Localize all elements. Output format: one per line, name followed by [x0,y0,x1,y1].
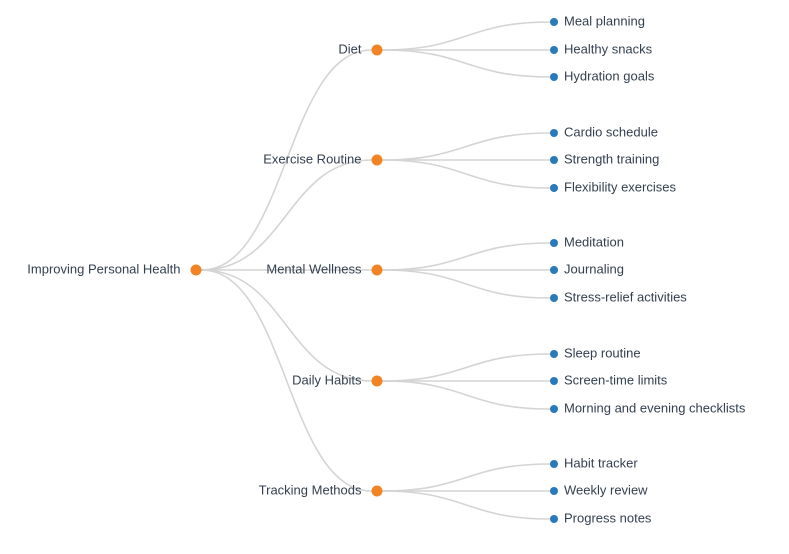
link-daily-habits-to-sleep-routine [381,353,551,382]
node-label-flexibility-exercises: Flexibility exercises [564,179,676,194]
node-leaf-cardio-schedule[interactable] [550,129,558,137]
node-label-stress-relief-activities: Stress-relief activities [564,289,687,304]
link-tracking-methods-to-habit-tracker [381,463,551,492]
node-label-progress-notes: Progress notes [564,510,652,525]
node-label-strength-training: Strength training [564,151,659,166]
node-label-mental-wellness: Mental Wellness [266,261,362,276]
node-label-exercise-routine: Exercise Routine [263,151,361,166]
node-label-weekly-review: Weekly review [564,482,648,497]
link-diet-to-meal-planning [381,21,551,51]
link-diet-to-hydration-goals [381,49,551,78]
link-mental-wellness-to-meditation [381,242,551,271]
link-root-to-tracking-methods [200,269,373,492]
node-leaf-hydration-goals[interactable] [550,73,558,81]
node-branch-daily-habits[interactable] [371,375,383,387]
link-root-to-diet [200,49,373,271]
node-label-screen-time-limits: Screen-time limits [564,372,668,387]
node-label-meditation: Meditation [564,234,624,249]
nodes-layer: Improving Personal Health Diet Meal planni… [27,13,746,525]
node-label-journaling: Journaling [564,261,624,276]
node-leaf-weekly-review[interactable] [550,487,558,495]
node-label-meal-planning: Meal planning [564,13,645,28]
link-mental-wellness-to-stress-relief-activities [381,269,551,299]
node-leaf-flexibility-exercises[interactable] [550,184,558,192]
node-leaf-habit-tracker[interactable] [550,460,558,468]
node-label-hydration-goals: Hydration goals [564,68,655,83]
node-leaf-meal-planning[interactable] [550,18,558,26]
node-branch-exercise-routine[interactable] [371,154,383,166]
node-label-healthy-snacks: Healthy snacks [564,41,653,56]
node-leaf-screen-time-limits[interactable] [550,377,558,385]
node-label-tracking-methods: Tracking Methods [259,482,362,497]
node-leaf-sleep-routine[interactable] [550,350,558,358]
node-label-daily-habits: Daily Habits [292,372,362,387]
link-daily-habits-to-morning-and-evening-checklists [381,380,551,410]
link-root-to-exercise-routine [200,159,373,271]
node-label-morning-and-evening-checklists: Morning and evening checklists [564,400,746,415]
node-branch-tracking-methods[interactable] [371,485,383,497]
link-tracking-methods-to-progress-notes [381,490,551,520]
node-root[interactable] [190,264,202,276]
node-leaf-stress-relief-activities[interactable] [550,294,558,302]
links-layer [200,21,551,520]
node-leaf-strength-training[interactable] [550,156,558,164]
node-leaf-meditation[interactable] [550,239,558,247]
node-label-cardio-schedule: Cardio schedule [564,124,658,139]
node-label-diet: Diet [338,41,362,56]
node-label-habit-tracker: Habit tracker [564,455,638,470]
node-leaf-progress-notes[interactable] [550,515,558,523]
link-root-to-daily-habits [200,269,373,382]
node-label-root: Improving Personal Health [27,261,180,276]
node-leaf-journaling[interactable] [550,266,558,274]
node-branch-mental-wellness[interactable] [371,264,383,276]
node-leaf-healthy-snacks[interactable] [550,46,558,54]
link-exercise-routine-to-flexibility-exercises [381,159,551,189]
node-branch-diet[interactable] [371,44,383,56]
node-label-sleep-routine: Sleep routine [564,345,641,360]
link-exercise-routine-to-cardio-schedule [381,132,551,161]
node-leaf-morning-and-evening-checklists[interactable] [550,405,558,413]
